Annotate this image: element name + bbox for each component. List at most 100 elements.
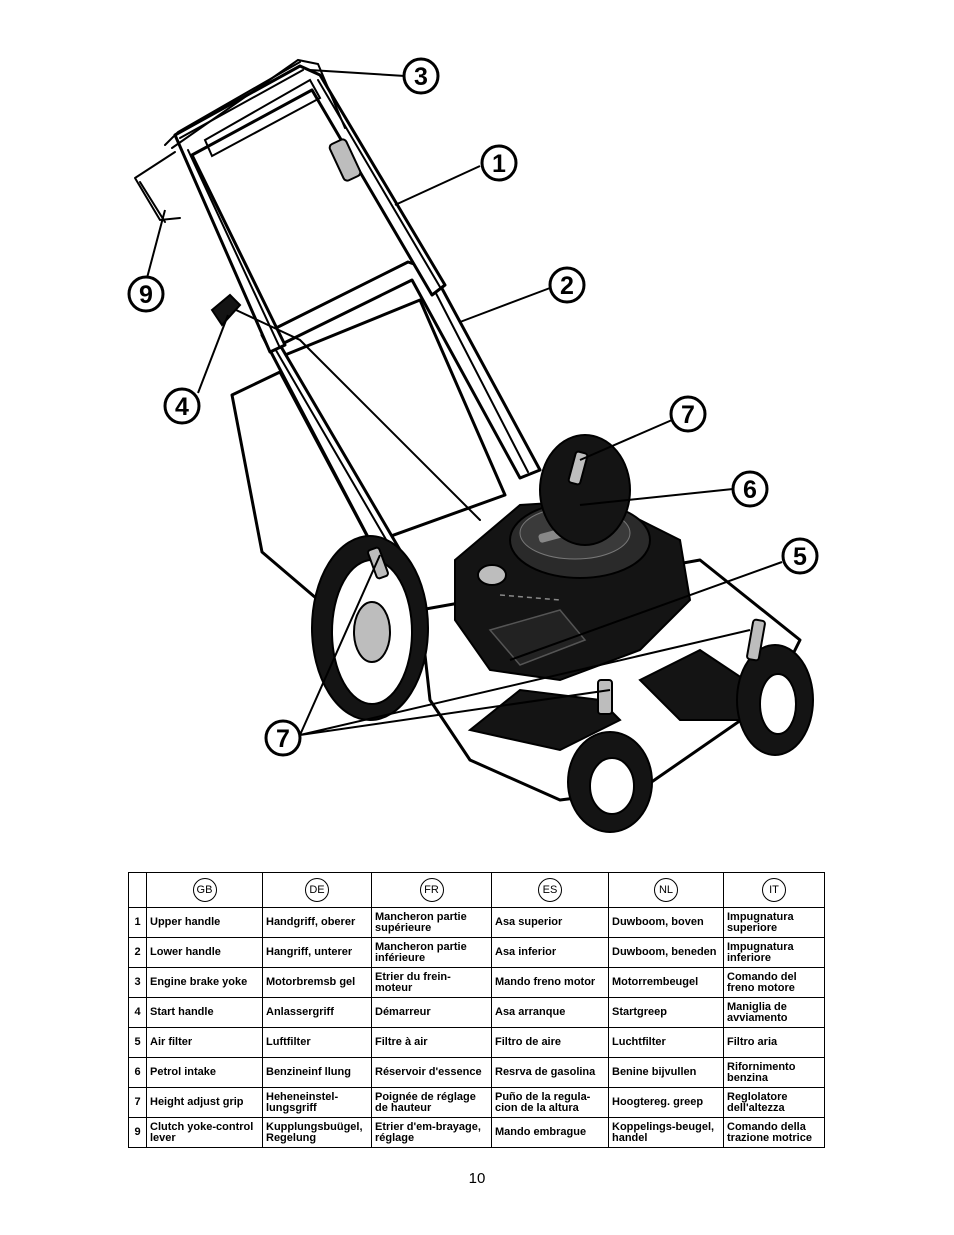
part-name-de: Heheneinstel-lungsgriff [262, 1087, 372, 1118]
part-name-fr: Filtre à air [371, 1027, 492, 1058]
part-name-gb: Air filter [146, 1027, 263, 1058]
callout-9: 9 [127, 275, 165, 313]
lang-badge-it: IT [762, 878, 786, 902]
part-name-gb: Lower handle [146, 937, 263, 968]
callout-4: 4 [163, 387, 201, 425]
part-name-fr: Poignée de réglage de hauteur [371, 1087, 492, 1118]
part-number: 6 [128, 1057, 147, 1088]
part-name-it: Impugnatura superiore [723, 907, 825, 938]
part-name-it: Rifornimento benzina [723, 1057, 825, 1088]
part-name-nl: Koppelings-beugel, handel [608, 1117, 724, 1148]
part-name-es: Asa inferior [491, 937, 609, 968]
part-name-es: Mando embrague [491, 1117, 609, 1148]
part-name-de: Anlassergriff [262, 997, 372, 1028]
part-name-gb: Clutch yoke-control lever [146, 1117, 263, 1148]
part-number: 7 [128, 1087, 147, 1118]
callout-3: 3 [402, 57, 440, 95]
callout-7-lower: 7 [264, 719, 302, 757]
part-name-gb: Upper handle [146, 907, 263, 938]
lang-badge-es: ES [538, 878, 562, 902]
lang-badge-nl: NL [654, 878, 678, 902]
front-left-wheel [567, 731, 653, 833]
part-name-nl: Luchtfilter [608, 1027, 724, 1058]
part-name-it: Filtro aria [723, 1027, 825, 1058]
part-name-es: Filtro de aire [491, 1027, 609, 1058]
part-name-de: Handgriff, oberer [262, 907, 372, 938]
part-name-de: Motorbremsb gel [262, 967, 372, 998]
part-name-de: Benzineinf llung [262, 1057, 372, 1088]
start-handle [210, 293, 481, 521]
part-name-it: Comando della trazione motrice [723, 1117, 825, 1148]
part-name-nl: Startgreep [608, 997, 724, 1028]
part-name-nl: Duwboom, boven [608, 907, 724, 938]
part-name-nl: Benine bijvullen [608, 1057, 724, 1088]
part-name-es: Puño de la regula-cion de la altura [491, 1087, 609, 1118]
part-number: 5 [128, 1027, 147, 1058]
part-name-fr: Démarreur [371, 997, 492, 1028]
lawn-mower-illustration: 3 1 2 9 4 7 6 5 7 [127, 57, 819, 833]
part-name-fr: Etrier du frein-moteur [371, 967, 492, 998]
part-name-fr: Mancheron partie supérieure [371, 907, 492, 938]
svg-text:4: 4 [175, 393, 189, 421]
part-number: 1 [128, 907, 147, 938]
part-name-fr: Mancheron partie inférieure [371, 937, 492, 968]
engine-brake-yoke [164, 58, 362, 182]
part-number: 9 [128, 1117, 147, 1148]
part-name-it: Maniglia de avviamento [723, 997, 825, 1028]
svg-text:1: 1 [492, 150, 506, 178]
part-name-es: Asa arranque [491, 997, 609, 1028]
callout-2: 2 [548, 266, 586, 304]
part-name-gb: Engine brake yoke [146, 967, 263, 998]
callout-5: 5 [781, 537, 819, 575]
rear-right-wheel [539, 434, 631, 546]
air-filter [488, 609, 587, 666]
part-name-it: Impugnatura inferiore [723, 937, 825, 968]
svg-text:2: 2 [560, 272, 574, 300]
part-name-de: Kupplungsbuügel, Regelung [262, 1117, 372, 1148]
leader-lines [146, 69, 783, 736]
part-name-fr: Réservoir d'essence [371, 1057, 492, 1088]
part-name-es: Asa superior [491, 907, 609, 938]
svg-text:3: 3 [414, 63, 428, 91]
svg-text:9: 9 [139, 281, 153, 309]
svg-text:7: 7 [276, 725, 290, 753]
part-name-fr: Etrier d'em-brayage, réglage [371, 1117, 492, 1148]
part-name-es: Mando freno motor [491, 967, 609, 998]
petrol-cap [477, 564, 507, 586]
part-name-es: Resrva de gasolina [491, 1057, 609, 1088]
lang-badge-gb: GB [192, 878, 217, 902]
part-number: 4 [128, 997, 147, 1028]
part-name-nl: Motorrembeugel [608, 967, 724, 998]
callout-1: 1 [480, 144, 518, 182]
part-name-de: Luftfilter [262, 1027, 372, 1058]
svg-text:6: 6 [743, 476, 757, 504]
part-name-nl: Hoogtereg. greep [608, 1087, 724, 1118]
callout-6: 6 [731, 470, 769, 508]
part-name-it: Comando del freno motore [723, 967, 825, 998]
part-number: 3 [128, 967, 147, 998]
clutch-yoke-lever [134, 151, 181, 223]
engine [454, 498, 692, 682]
part-name-gb: Petrol intake [146, 1057, 263, 1088]
part-name-de: Hangriff, unterer [262, 937, 372, 968]
callout-7-upper: 7 [669, 395, 707, 433]
svg-text:5: 5 [793, 543, 807, 571]
part-name-gb: Start handle [146, 997, 263, 1028]
part-name-nl: Duwboom, beneden [608, 937, 724, 968]
lang-badge-de: DE [305, 878, 329, 902]
front-right-wheel [736, 644, 814, 756]
svg-text:7: 7 [681, 401, 695, 429]
part-name-it: Reglolatore dell'altezza [723, 1087, 825, 1118]
language-header-row: GB DE FR ES NL IT [128, 872, 825, 908]
part-name-gb: Height adjust grip [146, 1087, 263, 1118]
rear-left-wheel [311, 535, 429, 721]
